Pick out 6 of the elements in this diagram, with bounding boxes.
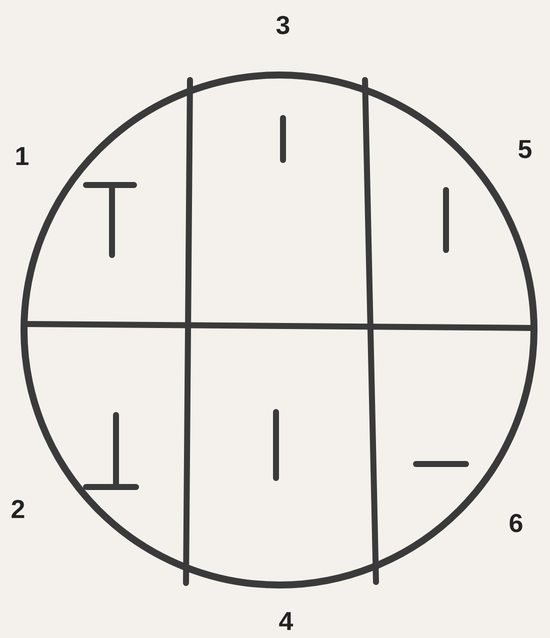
callout-number: 5 [518,134,532,164]
callout-number: 6 [508,508,524,538]
callout-number: 3 [276,10,290,40]
callout-number: 1 [14,141,30,171]
callout-number: 2 [10,494,26,524]
callout-number: 4 [278,606,294,636]
